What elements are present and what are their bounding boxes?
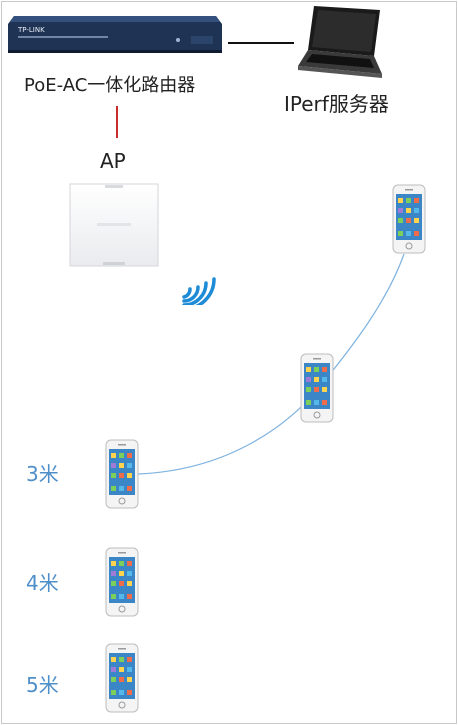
smartphone-icon <box>105 547 139 617</box>
distance-label-4m: 4米 <box>26 571 59 595</box>
smartphone-icon <box>300 353 334 423</box>
ethernet-link-line <box>228 42 294 44</box>
wifi-signal-icon <box>182 277 216 305</box>
smartphone-icon <box>105 439 139 509</box>
poe-link-line <box>116 106 118 138</box>
laptop-icon <box>298 6 382 78</box>
ap-label: AP <box>100 149 126 173</box>
distance-label-5m: 5米 <box>26 673 59 697</box>
router-brand: TP-LINK <box>17 26 45 34</box>
router-icon: TP-LINK <box>8 16 222 53</box>
router-label: PoE-AC一体化路由器 <box>24 75 196 96</box>
access-point-icon <box>69 183 159 267</box>
distance-label-3m: 3米 <box>26 462 59 486</box>
smartphone-icon <box>105 643 139 713</box>
server-label: IPerf服务器 <box>284 92 389 116</box>
smartphone-icon <box>392 184 426 254</box>
